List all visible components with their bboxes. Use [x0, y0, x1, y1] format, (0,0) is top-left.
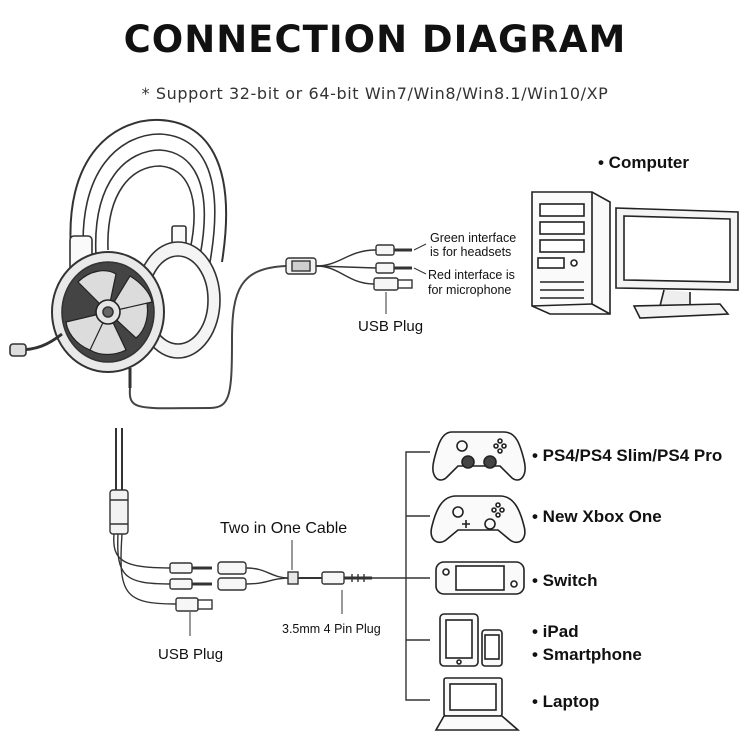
red-interface-note-line1: Red interface is	[428, 268, 515, 282]
device-label-ipad: • iPad	[532, 622, 579, 641]
diagram-title: CONNECTION DIAGRAM	[123, 18, 627, 61]
console-usb-plug-label: USB Plug	[158, 646, 224, 663]
console-cable-assembly	[109, 428, 372, 636]
green-interface-note-line1: Green interface	[430, 231, 517, 245]
pc-splitter-cable	[285, 243, 427, 314]
device-label-ps4: • PS4/PS4 Slim/PS4 Pro	[532, 446, 723, 465]
two-in-one-cable-label: Two in One Cable	[220, 520, 348, 537]
device-label-xbox: • New Xbox One	[532, 507, 662, 526]
laptop-icon	[434, 677, 521, 731]
pc-usb-plug-label: USB Plug	[358, 318, 424, 335]
device-label-smartphone: • Smartphone	[532, 645, 642, 664]
os-support-note: * Support 32-bit or 64-bit Win7/Win8/Win…	[141, 84, 609, 103]
computer-label: • Computer	[598, 153, 689, 172]
gamepad-ps4-icon	[432, 431, 526, 481]
computer-icon	[531, 191, 739, 319]
device-label-laptop: • Laptop	[532, 692, 600, 711]
switch-console-icon	[435, 561, 525, 595]
headset-cable	[128, 265, 287, 410]
green-interface-note-line2: is for headsets	[430, 245, 512, 259]
pin-plug-label: 3.5mm 4 Pin Plug	[282, 622, 381, 636]
device-label-switch: • Switch	[532, 571, 598, 590]
device-bracket	[372, 451, 430, 701]
gamepad-xbox-icon	[430, 495, 526, 544]
tablet-phone-icon	[439, 613, 503, 667]
headset-icon	[9, 118, 228, 388]
red-interface-note-line2: for microphone	[428, 283, 512, 297]
